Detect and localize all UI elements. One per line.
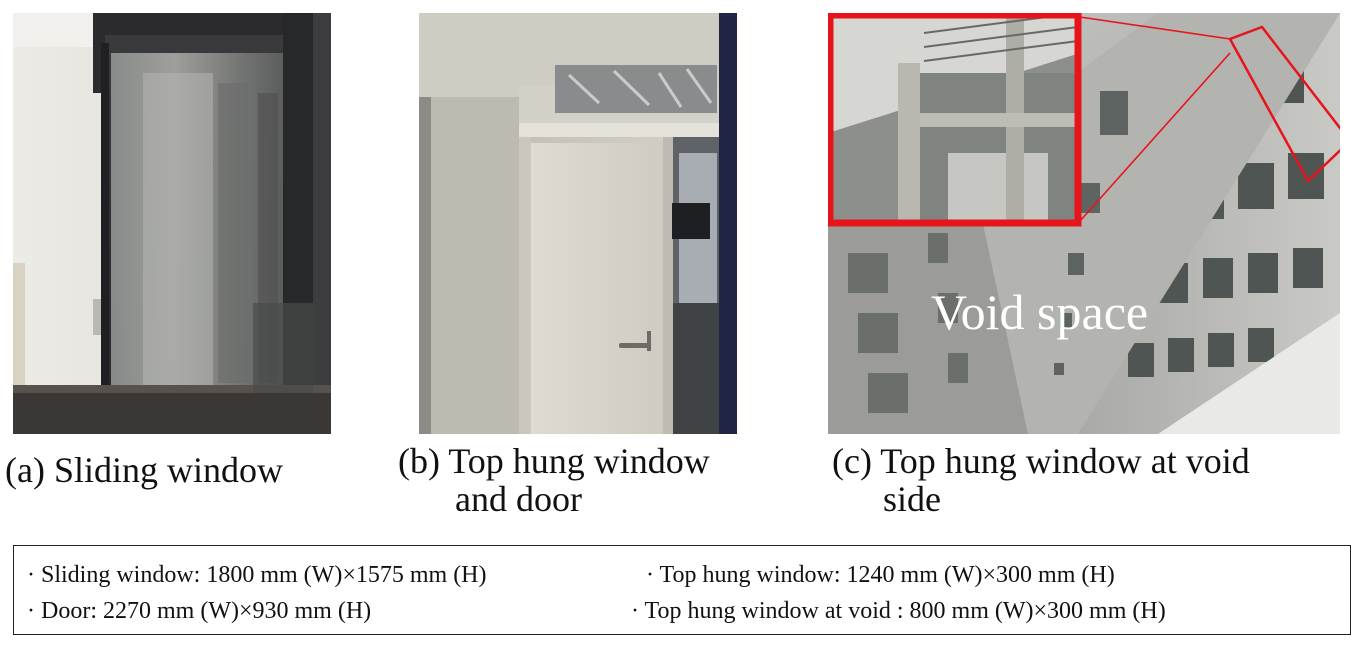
photo-void-side-window [828, 13, 1340, 434]
spec-door: · Door: 2270 mm (W)×930 mm (H) [27, 598, 372, 624]
photo-top-hung-window-and-door [419, 13, 737, 434]
caption-void-side-line2: side [883, 479, 941, 519]
void-space-label: Void space [931, 284, 1149, 340]
photo-sliding-window [13, 13, 331, 434]
specifications-box [13, 545, 1351, 635]
caption-top-hung-window-line2: and door [455, 479, 582, 519]
caption-sliding-window: (a) Sliding window [5, 450, 283, 490]
spec-void-window: · Top hung window at void : 800 mm (W)×3… [631, 598, 1166, 624]
caption-top-hung-window-line1: (b) Top hung window [398, 441, 710, 481]
spec-top-hung-window: · Top hung window: 1240 mm (W)×300 mm (H… [646, 562, 1115, 588]
spec-sliding-window: · Sliding window: 1800 mm (W)×1575 mm (H… [27, 562, 487, 588]
caption-void-side-line1: (c) Top hung window at void [832, 441, 1250, 481]
